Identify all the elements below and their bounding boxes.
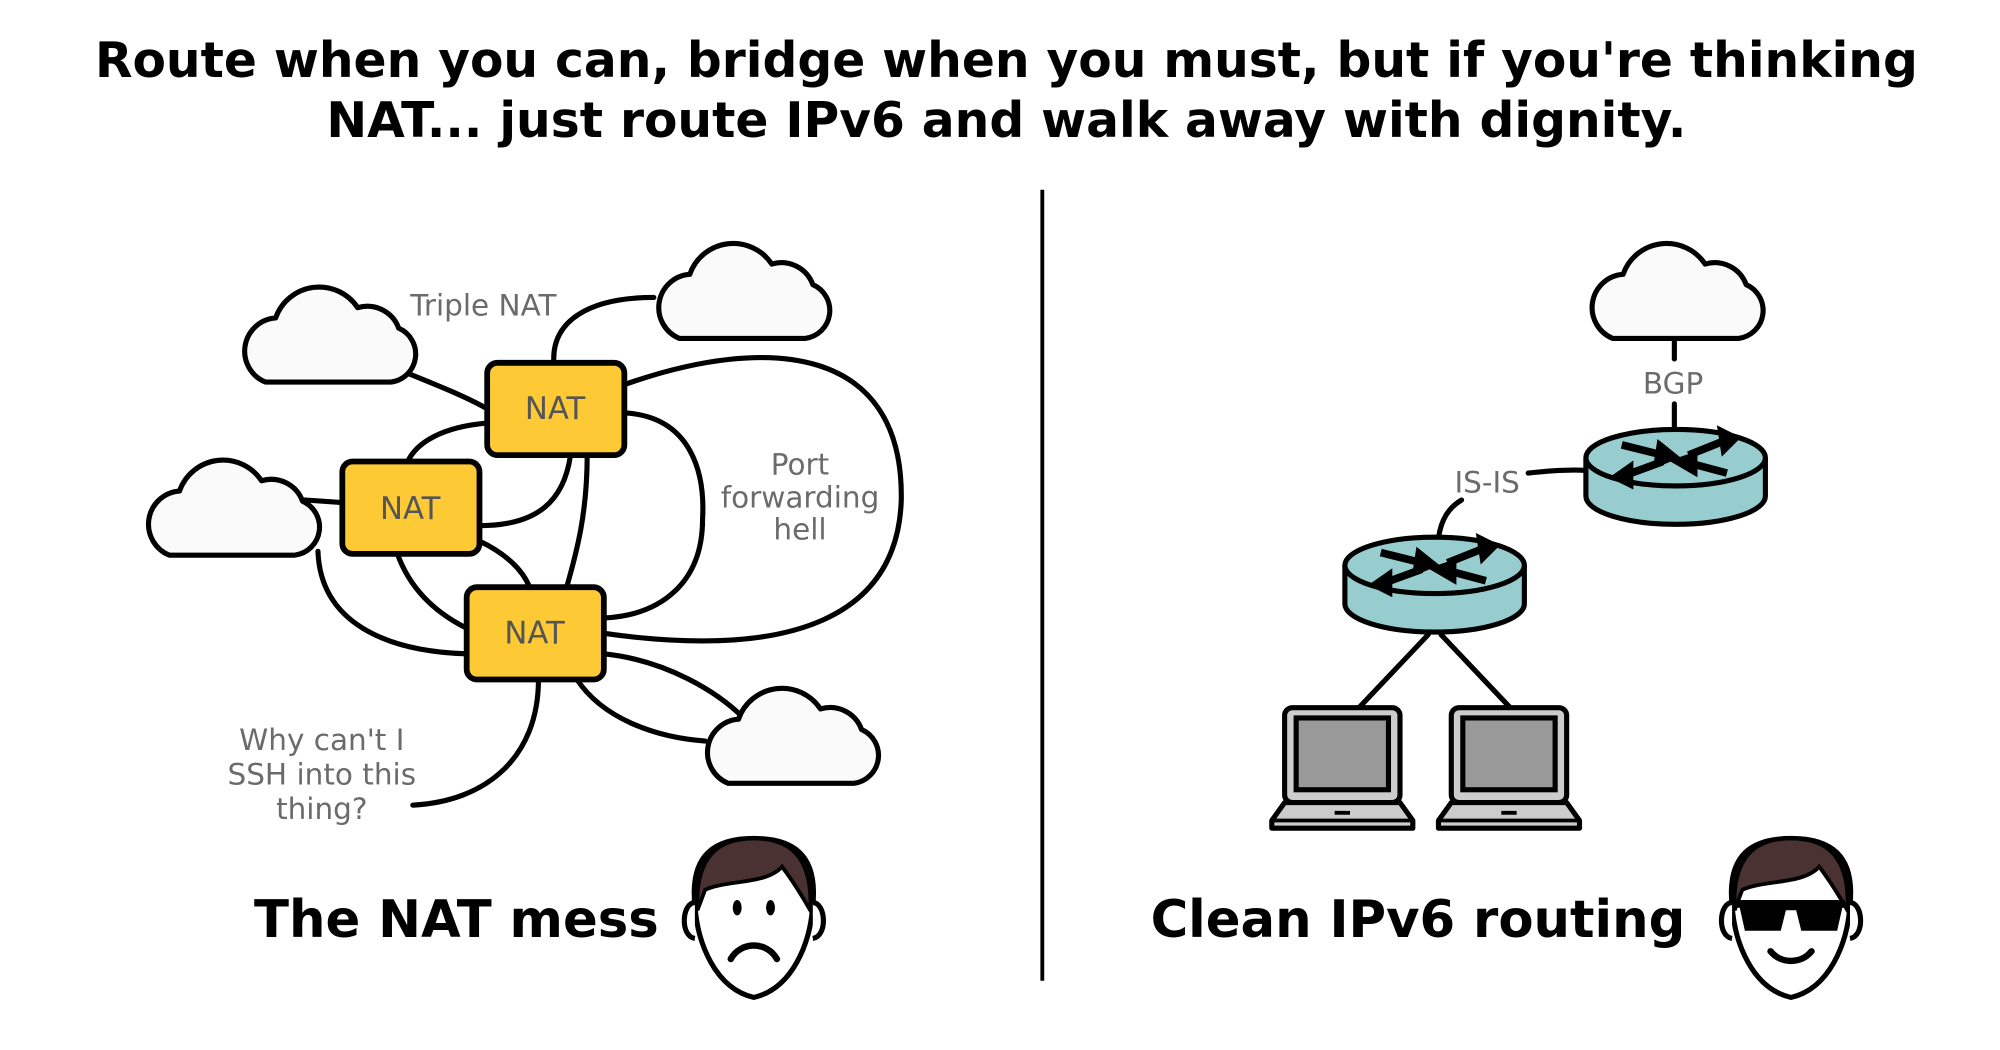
svg-text:hell: hell <box>773 513 826 547</box>
svg-text:NAT: NAT <box>525 391 586 427</box>
clean-routing-caption: Clean IPv6 routing <box>1151 890 1686 950</box>
cloud-icon <box>245 287 416 382</box>
cool-sunglasses-face-icon <box>1721 838 1860 997</box>
svg-text:forwarding: forwarding <box>721 481 880 515</box>
svg-text:NAT: NAT <box>504 616 565 652</box>
ssh-label: Why can't I SSH into this thing? <box>228 723 417 826</box>
svg-text:Port: Port <box>771 447 829 481</box>
nat-links <box>302 294 904 808</box>
router-icon <box>1586 429 1765 524</box>
cloud-icon <box>1592 243 1763 338</box>
svg-text:Why can't I: Why can't I <box>239 723 404 757</box>
port-forwarding-label: Port forwarding hell <box>721 447 880 546</box>
sad-face-icon <box>684 838 823 997</box>
isis-label: IS-IS <box>1454 465 1519 499</box>
cloud-icon <box>707 688 878 783</box>
bgp-label: BGP <box>1643 367 1703 401</box>
laptop-icon <box>1438 708 1579 829</box>
triple-nat-label: Triple NAT <box>409 288 557 322</box>
cloud-icon <box>659 243 830 338</box>
svg-text:SSH into this: SSH into this <box>228 758 417 792</box>
nat-box: NAT <box>463 584 607 683</box>
title-line-2: NAT... just route IPv6 and walk away wit… <box>326 93 1686 149</box>
routing-links <box>1356 333 1677 711</box>
nat-mess-caption: The NAT mess <box>254 890 659 950</box>
router-icon <box>1345 537 1524 632</box>
laptop-icon <box>1272 708 1413 829</box>
nat-box: NAT <box>339 458 483 557</box>
cloud-icon <box>149 460 320 555</box>
nat-box: NAT <box>484 359 628 459</box>
title-line-1: Route when you can, bridge when you must… <box>95 33 1918 89</box>
svg-text:thing?: thing? <box>276 792 367 826</box>
svg-text:NAT: NAT <box>380 491 441 527</box>
